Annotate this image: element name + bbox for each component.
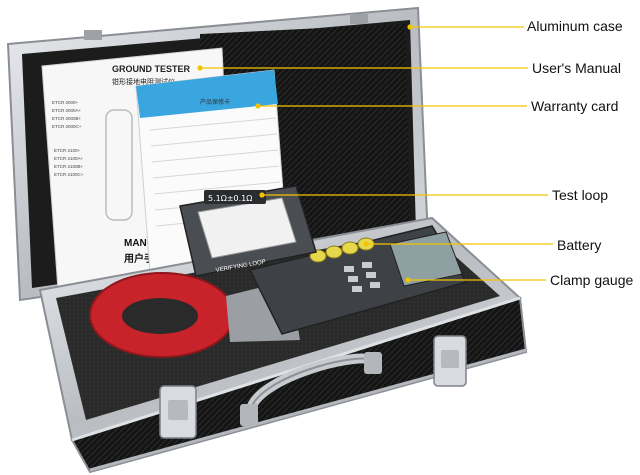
clamp-jaw-opening [122, 298, 198, 334]
callout-battery: Battery [557, 237, 602, 253]
clamp-key[interactable] [344, 266, 354, 272]
manual-clamp-drawing [105, 109, 133, 221]
case-latch-right[interactable] [433, 335, 467, 387]
callout-dot [405, 277, 411, 283]
callout-dot [255, 103, 261, 109]
clamp-gauge [89, 225, 468, 358]
callout-dot [259, 192, 265, 198]
callout-lines [197, 24, 553, 283]
callout-dot [407, 24, 413, 30]
lid-hinge-right [350, 14, 368, 24]
callout-clamp-gauge: Clamp gauge [550, 272, 634, 288]
callout-test-loop: Test loop [552, 187, 609, 203]
clamp-key[interactable] [352, 286, 362, 292]
callout-dot [197, 65, 203, 71]
callout-users-manual: User's Manual [532, 60, 622, 76]
manual-model: ETCR 2100B+ [54, 164, 84, 169]
test-loop-rating-plate [204, 190, 266, 204]
manual-title-cn: 钳形接地电阻测试仪 [112, 77, 175, 86]
manual-model: ETCR 2000B+ [52, 116, 82, 121]
clamp-key[interactable] [348, 276, 358, 282]
manual-model: ETCR 2000C+ [52, 124, 82, 129]
warranty-title: 产品保修卡 [200, 98, 230, 106]
clamp-key[interactable] [366, 272, 376, 278]
manual-model: ETCR 2000A+ [52, 108, 82, 113]
case-latch-left[interactable] [159, 385, 197, 439]
clamp-key[interactable] [370, 282, 380, 288]
manual-model: ETCR 2100+ [54, 148, 81, 153]
manual-model: ETCR 2100C+ [54, 172, 84, 177]
clamp-lcd-display [389, 231, 463, 287]
test-loop-rating: 5.1Ω±0.1Ω [208, 194, 252, 203]
callout-aluminum-case: Aluminum case [527, 18, 623, 34]
manual-model: ETCR 2100A+ [54, 156, 84, 161]
battery-cell [341, 241, 359, 255]
manual-footer-cn: 用户手 [123, 252, 154, 265]
manual-model: ETCR 2000+ [52, 100, 79, 105]
manual-footer-en: MANU [124, 238, 154, 249]
lid-hinge-left [84, 30, 102, 40]
callout-warranty-card: Warranty card [531, 98, 619, 114]
case-handle[interactable] [240, 352, 382, 426]
clamp-key[interactable] [362, 262, 372, 268]
battery-cell [325, 245, 343, 259]
callout-dot [363, 241, 369, 247]
manual-title-en: GROUND TESTER [112, 64, 191, 74]
